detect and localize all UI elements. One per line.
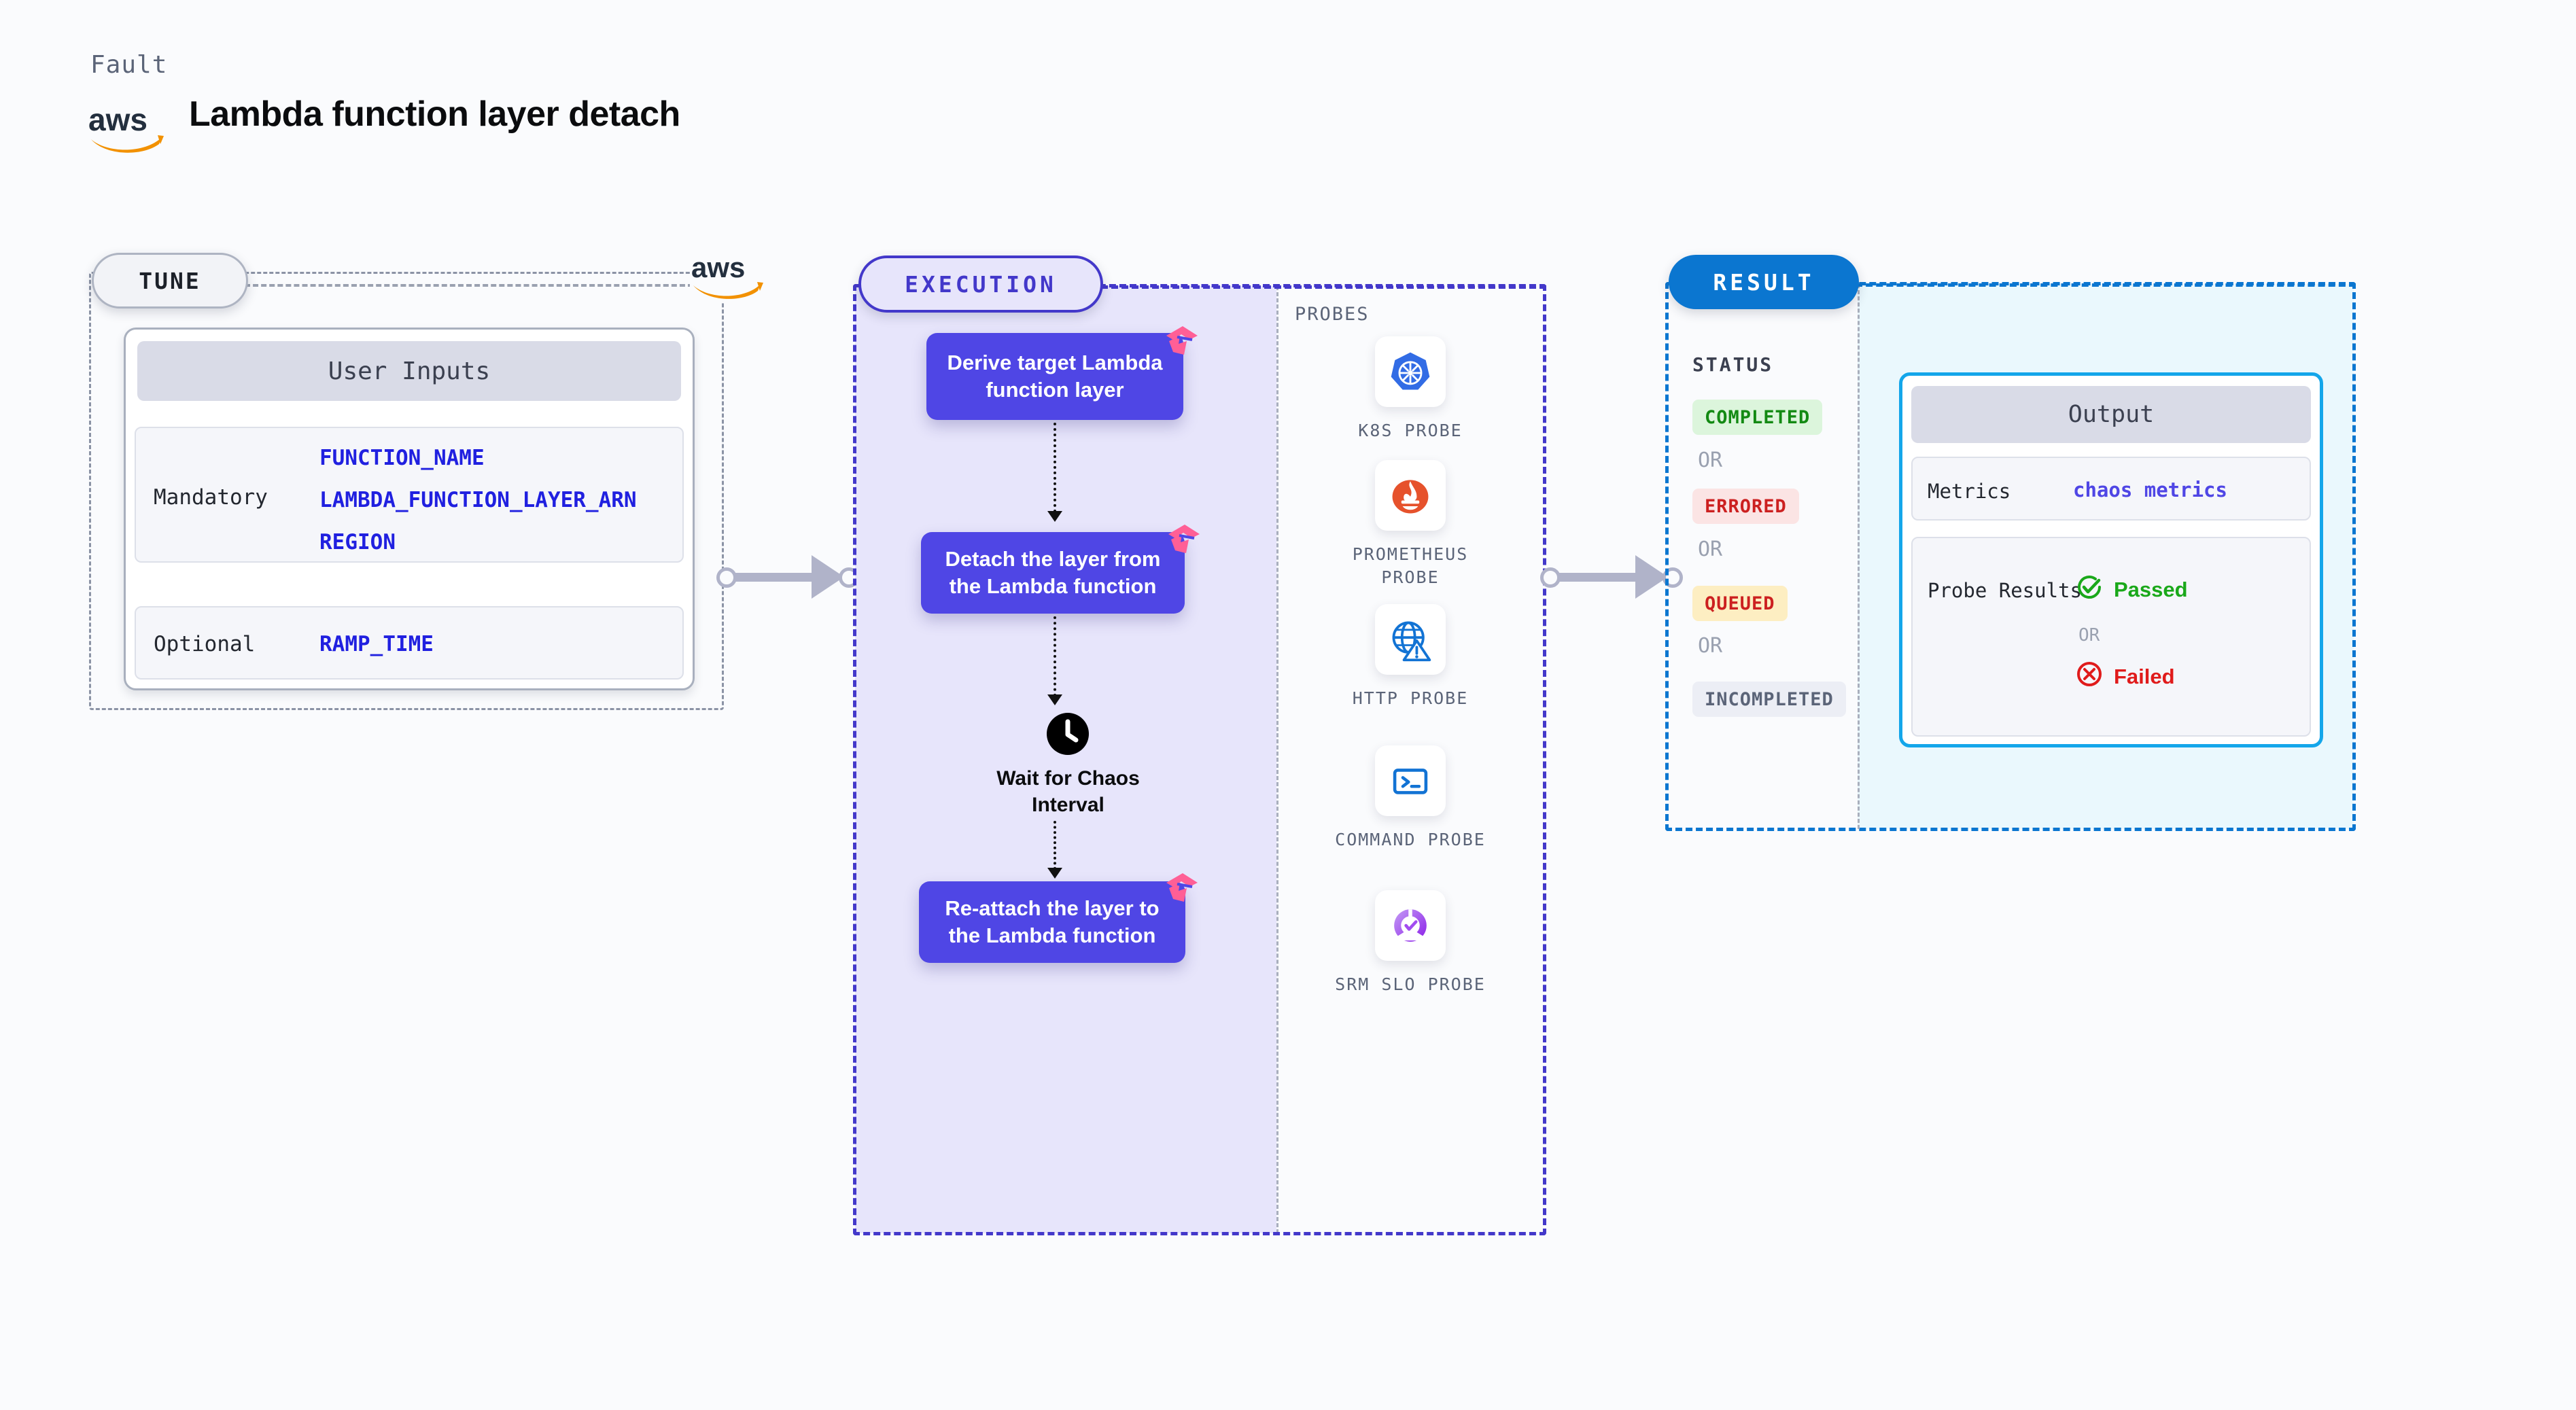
probe-command-label: COMMAND PROBE bbox=[1335, 830, 1486, 849]
metrics-row: Metrics chaos metrics bbox=[1911, 457, 2311, 521]
metrics-label: Metrics bbox=[1928, 480, 2011, 503]
prometheus-icon bbox=[1375, 460, 1446, 531]
optional-label: Optional bbox=[154, 632, 256, 656]
mandatory-input-2: REGION bbox=[319, 530, 396, 554]
output-title: Output bbox=[1911, 386, 2311, 443]
flow-arrowhead-3 bbox=[1047, 868, 1062, 879]
result-connector-line bbox=[1856, 283, 2356, 287]
page-eyebrow: Fault bbox=[90, 51, 168, 79]
mandatory-label: Mandatory bbox=[154, 485, 268, 510]
status-label: STATUS bbox=[1692, 353, 1774, 376]
probe-results-label: Probe Results bbox=[1928, 579, 2082, 602]
flow-arrow-2 bbox=[1054, 616, 1056, 697]
x-circle-icon bbox=[2076, 660, 2103, 693]
mandatory-input-1: LAMBDA_FUNCTION_LAYER_ARN bbox=[319, 488, 637, 512]
mandatory-inputs-box: Mandatory FUNCTION_NAME LAMBDA_FUNCTION_… bbox=[135, 427, 684, 563]
result-pill[interactable]: RESULT bbox=[1669, 255, 1859, 309]
status-badge-completed: COMPLETED bbox=[1692, 400, 1823, 435]
flow-arrowhead-2 bbox=[1047, 694, 1062, 705]
metrics-value: chaos metrics bbox=[2073, 478, 2227, 501]
flow-arrow-1 bbox=[1054, 423, 1056, 512]
probe-prometheus-label: PROMETHEUS PROBE bbox=[1352, 544, 1469, 587]
litmus-chaos-icon bbox=[1164, 872, 1200, 906]
srm-slo-icon bbox=[1375, 890, 1446, 961]
tune-connector-line bbox=[245, 284, 693, 287]
flow-arrow-3 bbox=[1054, 821, 1056, 870]
probe-command[interactable]: COMMAND PROBE bbox=[1325, 745, 1495, 851]
aws-logo-icon: aws bbox=[690, 250, 768, 303]
page-title: Lambda function layer detach bbox=[189, 94, 680, 134]
terminal-icon bbox=[1375, 745, 1446, 816]
probe-results-row: Probe Results Passed OR Failed bbox=[1911, 537, 2311, 737]
clock-icon bbox=[1047, 713, 1089, 755]
probe-result-failed: Failed bbox=[2076, 660, 2175, 693]
probe-http[interactable]: HTTP PROBE bbox=[1325, 604, 1495, 710]
kubernetes-icon bbox=[1375, 336, 1446, 407]
status-or-1: OR bbox=[1698, 448, 1723, 472]
probe-k8s-label: K8S PROBE bbox=[1358, 421, 1463, 440]
status-badge-incompleted: INCOMPLETED bbox=[1692, 682, 1846, 717]
result-column-divider bbox=[1858, 284, 1860, 829]
svg-text:aws: aws bbox=[691, 251, 745, 283]
execution-step-2[interactable]: Detach the layer from the Lambda functio… bbox=[921, 532, 1185, 614]
tune-pill[interactable]: TUNE bbox=[92, 253, 248, 309]
svg-text:aws: aws bbox=[88, 102, 147, 137]
probe-result-passed: Passed bbox=[2076, 574, 2188, 606]
execution-pill[interactable]: EXECUTION bbox=[858, 255, 1103, 313]
tune-section-frame bbox=[89, 272, 724, 710]
mandatory-input-0: FUNCTION_NAME bbox=[319, 446, 485, 470]
flow-arrowhead-1 bbox=[1047, 511, 1062, 522]
tune-to-execution-connector bbox=[716, 555, 865, 599]
http-globe-warning-icon bbox=[1375, 604, 1446, 675]
status-or-2: OR bbox=[1698, 537, 1723, 561]
user-inputs-title: User Inputs bbox=[137, 341, 681, 401]
probe-result-or: OR bbox=[2078, 625, 2100, 646]
probe-k8s[interactable]: K8S PROBE bbox=[1325, 336, 1495, 442]
wait-for-chaos-interval-label: Wait for Chaos Interval bbox=[996, 767, 1140, 816]
check-circle-icon bbox=[2076, 574, 2103, 606]
litmus-chaos-icon bbox=[1166, 523, 1202, 557]
probe-srm-slo[interactable]: SRM SLO PROBE bbox=[1325, 890, 1495, 996]
probe-http-label: HTTP PROBE bbox=[1352, 688, 1469, 708]
status-badge-errored: ERRORED bbox=[1692, 489, 1799, 524]
status-or-3: OR bbox=[1698, 634, 1723, 658]
execution-connector-line bbox=[1101, 285, 1546, 289]
probes-label: PROBES bbox=[1295, 304, 1370, 325]
probe-srm-slo-label: SRM SLO PROBE bbox=[1335, 974, 1486, 994]
litmus-chaos-icon bbox=[1164, 325, 1200, 359]
probe-result-passed-label: Passed bbox=[2114, 578, 2188, 601]
probe-prometheus[interactable]: PROMETHEUS PROBE bbox=[1325, 460, 1495, 589]
status-badge-queued: QUEUED bbox=[1692, 586, 1788, 621]
optional-input-0: RAMP_TIME bbox=[319, 632, 434, 656]
execution-step-1[interactable]: Derive target Lambda function layer bbox=[926, 333, 1183, 420]
optional-inputs-box: Optional RAMP_TIME bbox=[135, 606, 684, 680]
execution-step-3[interactable]: Re-attach the layer to the Lambda functi… bbox=[919, 881, 1185, 963]
execution-panel-fill bbox=[855, 286, 1276, 1233]
probe-result-failed-label: Failed bbox=[2114, 665, 2175, 688]
aws-logo-icon: aws bbox=[87, 102, 169, 153]
